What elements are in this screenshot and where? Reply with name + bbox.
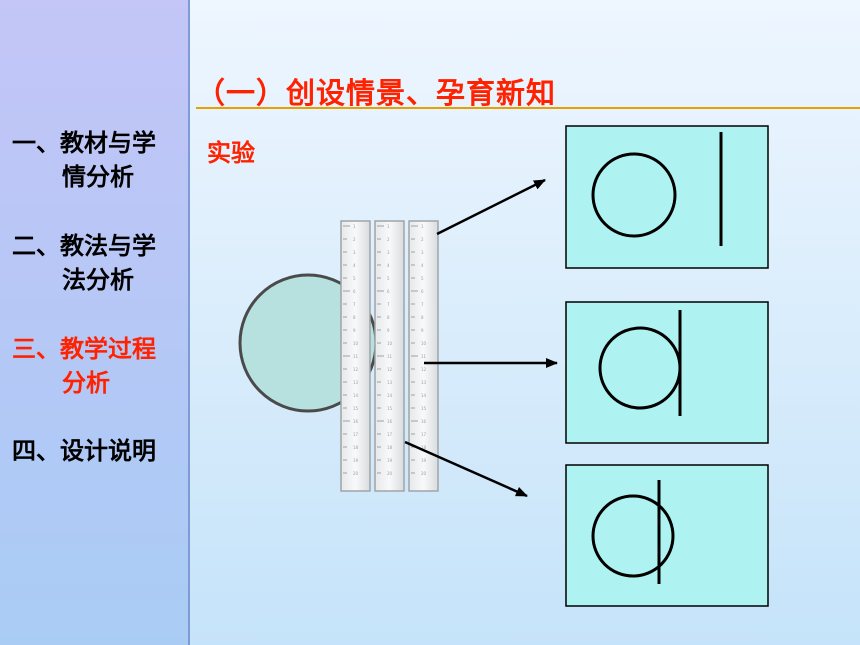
ruler-tick-label: 8	[421, 315, 424, 320]
ruler-tick-label: 2	[421, 237, 424, 242]
ruler-tick-label: 14	[353, 393, 359, 398]
ruler-tick-label: 17	[421, 432, 427, 437]
ruler-tick-label: 20	[387, 471, 393, 476]
ruler-tick-label: 17	[387, 432, 393, 437]
ruler-tick-label: 3	[353, 250, 356, 255]
ruler-tick-label: 3	[387, 250, 390, 255]
circle	[591, 494, 675, 578]
ruler-tick-label: 13	[387, 380, 393, 385]
ruler-tick-label: 17	[353, 432, 359, 437]
sidebar-item-label: 一、教材与学	[12, 129, 156, 157]
ruler-tick-label: 7	[353, 302, 356, 307]
ruler-tick-label: 8	[387, 315, 390, 320]
panel-tangent	[565, 301, 769, 444]
ruler-tick-label: 4	[421, 263, 424, 268]
ruler-tick-label: 12	[421, 367, 427, 372]
ruler-tick-label: 5	[353, 276, 356, 281]
ruler-tick-label: 6	[387, 289, 390, 294]
panel-separate	[565, 125, 769, 269]
ruler-tick-label: 15	[387, 406, 393, 411]
ruler-tick-label: 18	[421, 445, 427, 450]
title-divider	[196, 107, 860, 109]
ruler-tick-label: 10	[421, 341, 427, 346]
section-subtitle: 实验	[207, 139, 255, 167]
page-title: （一）创设情景、孕育新知	[196, 76, 557, 110]
ruler-tick-label: 6	[353, 289, 356, 294]
sidebar-item-textbook-analysis[interactable]: 一、教材与学 情分析	[12, 126, 156, 194]
ruler-tick-label: 6	[421, 289, 424, 294]
ruler-tick-label: 18	[353, 445, 359, 450]
ruler-tick-label: 14	[421, 393, 427, 398]
ruler-tick-label: 13	[353, 380, 359, 385]
ruler-tick-label: 12	[387, 367, 393, 372]
sidebar-item-process-analysis[interactable]: 三、教学过程 分析	[12, 332, 156, 400]
ruler-tick-label: 1	[353, 224, 356, 229]
sidebar-item-design-notes[interactable]: 四、设计说明	[12, 434, 156, 468]
ruler-tick-label: 18	[387, 445, 393, 450]
ruler-tick-label: 16	[421, 419, 427, 424]
ruler-tick-label: 11	[421, 354, 427, 359]
ruler-tick-label: 1	[387, 224, 390, 229]
sidebar-item-label-line2: 法分析	[62, 266, 134, 294]
ruler-tick-label: 19	[353, 458, 359, 463]
ruler-tick-label: 16	[353, 419, 359, 424]
ruler-tick-label: 19	[387, 458, 393, 463]
ruler-tick-label: 9	[353, 328, 356, 333]
ruler-tick-label: 2	[353, 237, 356, 242]
ruler-tick-label: 20	[421, 471, 427, 476]
panel-intersecting	[565, 464, 769, 607]
sidebar-item-method-analysis[interactable]: 二、教法与学 法分析	[12, 229, 156, 297]
ruler-tick-label: 10	[387, 341, 393, 346]
ruler-tick-label: 13	[421, 380, 427, 385]
ruler-tick-label: 10	[353, 341, 359, 346]
ruler-tick-label: 3	[421, 250, 424, 255]
ruler-tick-label: 1	[421, 224, 424, 229]
ruler-tick-label: 4	[387, 263, 390, 268]
ruler-tick-label: 7	[387, 302, 390, 307]
ruler-tick-label: 15	[421, 406, 427, 411]
ruler-tick-label: 8	[353, 315, 356, 320]
sidebar-item-label-line2: 情分析	[62, 163, 134, 191]
ruler-tick-label: 9	[387, 328, 390, 333]
ruler-tick-label: 2	[387, 237, 390, 242]
ruler-tick-label: 14	[387, 393, 393, 398]
ruler-tick-label: 4	[353, 263, 356, 268]
ruler-tick-label: 20	[353, 471, 359, 476]
ruler-tick-label: 12	[353, 367, 359, 372]
sidebar-item-label: 三、教学过程	[12, 335, 156, 363]
sidebar-item-label: 二、教法与学	[12, 232, 156, 260]
ruler-tick-label: 5	[387, 276, 390, 281]
sidebar-item-label: 四、设计说明	[12, 437, 156, 465]
sidebar-item-label-line2: 分析	[62, 369, 110, 397]
ruler-tick-label: 11	[353, 354, 359, 359]
ruler-tick-label: 9	[421, 328, 424, 333]
arrow-to-panel-3	[404, 440, 528, 498]
ruler-tick-label: 7	[421, 302, 424, 307]
ruler-tick-label: 5	[421, 276, 424, 281]
arrow-to-panel-1	[436, 178, 546, 236]
sidebar: 一、教材与学 情分析 二、教法与学 法分析 三、教学过程 分析 四、设计说明	[0, 0, 190, 645]
ruler-tick-label: 16	[387, 419, 393, 424]
ruler-tick-label: 19	[421, 458, 427, 463]
ruler-tick-label: 11	[387, 354, 393, 359]
ruler-tick-label: 15	[353, 406, 359, 411]
circle	[591, 152, 677, 238]
